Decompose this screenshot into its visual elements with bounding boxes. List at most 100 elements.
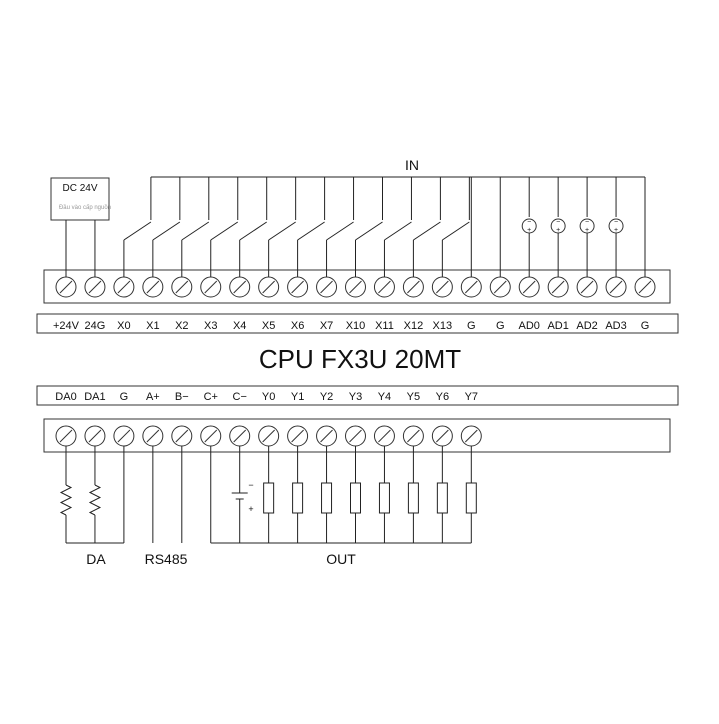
terminal-label: G [496, 320, 505, 332]
screw-slot [291, 280, 304, 294]
terminal-label: Y7 [465, 391, 478, 403]
bottom-label-strip [36, 385, 679, 406]
resistor-icon [59, 484, 73, 516]
load-resistor-icon [465, 482, 477, 514]
terminal-label: Y6 [436, 391, 449, 403]
screw-slot [638, 280, 652, 294]
power-box-caption: Đầu vào cấp nguồn [59, 205, 111, 211]
switch-blade [413, 221, 441, 241]
screw-slot [580, 280, 594, 294]
terminal-label: AD2 [576, 320, 597, 332]
terminal-label: X11 [375, 320, 394, 332]
battery-minus-sign: − [248, 480, 253, 490]
load-resistor-icon [378, 482, 390, 514]
resistor-icon [88, 484, 102, 516]
terminal-label: X3 [204, 320, 217, 332]
top-terminals [55, 276, 656, 298]
analog-source-sign: + [527, 227, 531, 234]
screw-slot [204, 429, 218, 443]
load-resistor-icon [321, 482, 333, 514]
screw-slot [204, 280, 218, 294]
switch-blade [297, 221, 325, 241]
switch-blade [181, 221, 210, 241]
switch-blade [384, 221, 412, 241]
terminal-label: Y0 [262, 391, 275, 403]
analog-source-sign: + [614, 227, 618, 234]
screw-slot [493, 280, 507, 294]
screw-slot [233, 280, 247, 294]
switch-blade [355, 221, 383, 241]
screw-slot [291, 429, 304, 443]
screw-slot [262, 280, 276, 294]
screw-slot [88, 280, 102, 294]
screw-slot [522, 280, 536, 294]
da-group-label: DA [86, 551, 106, 567]
in-group-label: IN [405, 157, 419, 173]
terminal-label: X5 [262, 320, 275, 332]
terminal-label: Y4 [378, 391, 391, 403]
screw-slot [117, 280, 131, 294]
analog-source-sign: − [556, 219, 560, 226]
load-resistor-icon [292, 482, 304, 514]
analog-source-sign: + [585, 227, 589, 234]
terminal-label: A+ [146, 391, 160, 403]
analog-source-sign: − [614, 219, 618, 226]
screw-slot [117, 429, 131, 443]
device-title: CPU FX3U 20MT [259, 344, 461, 374]
analog-source-sign: − [527, 219, 531, 226]
analog-source-sign: − [585, 219, 589, 226]
terminal-label: X1 [146, 320, 159, 332]
switch-blade [123, 221, 152, 241]
screw-slot [464, 429, 478, 443]
terminal-label: DA0 [55, 391, 76, 403]
switch-blade [239, 221, 267, 241]
bottom-wiring [59, 446, 477, 544]
screw-slot [378, 429, 391, 443]
terminal-label: X0 [117, 320, 130, 332]
load-resistor-icon [407, 482, 419, 514]
terminal-label: Y3 [349, 391, 362, 403]
power-supply-box [50, 177, 110, 221]
screw-slot [349, 280, 362, 294]
terminal-label: Y2 [320, 391, 333, 403]
rs485-group-label: RS485 [145, 551, 188, 567]
terminal-label: X4 [233, 320, 246, 332]
top-label-strip [36, 313, 679, 334]
terminal-label: Y5 [407, 391, 420, 403]
terminal-label: +24V [53, 320, 80, 332]
terminal-label: AD0 [518, 320, 539, 332]
bottom-terminals [55, 425, 482, 447]
screw-slot [88, 429, 102, 443]
analog-source-sign: + [556, 227, 560, 234]
screw-slot [378, 280, 391, 294]
terminal-label: G [467, 320, 476, 332]
switch-blade [442, 221, 470, 241]
screw-slot [320, 429, 333, 443]
switch-blade [326, 221, 354, 241]
screw-slot [435, 429, 449, 443]
screw-slot [349, 429, 362, 443]
terminal-label: C+ [204, 391, 218, 403]
screw-slot [435, 280, 449, 294]
top-wiring: −+−+−+−+ [65, 176, 646, 277]
screw-slot [609, 280, 623, 294]
terminal-label: X10 [346, 320, 366, 332]
terminal-label: C− [233, 391, 247, 403]
terminal-label: X13 [433, 320, 453, 332]
terminal-label: B− [175, 391, 189, 403]
terminal-label: G [641, 320, 650, 332]
screw-slot [464, 280, 478, 294]
load-resistor-icon [263, 482, 275, 514]
terminal-label: X2 [175, 320, 188, 332]
screw-slot [59, 280, 73, 294]
screw-slot [262, 429, 276, 443]
screw-slot [407, 429, 420, 443]
terminal-label: AD1 [547, 320, 568, 332]
load-resistor-icon [350, 482, 361, 514]
terminal-label: X6 [291, 320, 304, 332]
screw-slot [146, 280, 160, 294]
switch-blade [268, 221, 296, 241]
